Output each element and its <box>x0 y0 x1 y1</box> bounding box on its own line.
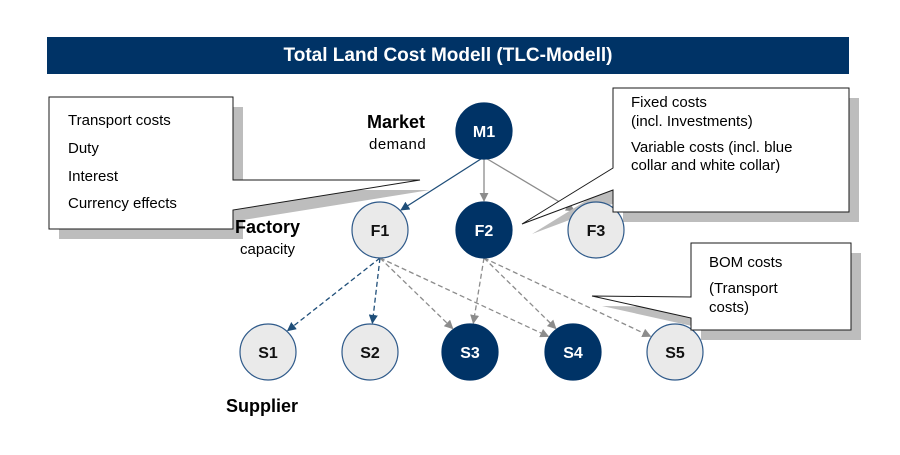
node-circle <box>455 201 513 259</box>
node-m1: M1 <box>455 102 513 160</box>
edge-f1-s3 <box>379 257 454 330</box>
edge-f1-s2 <box>368 257 381 325</box>
edge-f1-s4 <box>379 257 550 338</box>
callout-line: Transport costs <box>68 112 171 129</box>
callout-line: Interest <box>68 167 119 185</box>
callout-line: Fixed costs <box>631 94 707 111</box>
node-label: S1 <box>258 345 278 362</box>
node-label: F3 <box>587 223 606 240</box>
node-circle <box>567 201 625 259</box>
callout-line: Currency effects <box>68 195 177 213</box>
market-level-sublabel: demand <box>369 136 427 153</box>
node-circle <box>351 201 409 259</box>
node-s4: S4 <box>544 323 602 381</box>
bom-costs-callout <box>591 242 852 331</box>
node-circle <box>239 323 297 381</box>
edge-f1-s1 <box>286 257 381 332</box>
node-f1: F1 <box>351 201 409 259</box>
node-circle <box>646 323 704 381</box>
node-s1: S1 <box>239 323 297 381</box>
title-bar: Total Land Cost Modell (TLC-Modell) <box>47 37 849 74</box>
node-label: S2 <box>360 345 380 362</box>
bom-costs-callout-text: BOM costs (Transport costs) <box>709 254 782 317</box>
factory-level-label: Factory <box>235 217 301 237</box>
factory-costs-callout-text: Fixed costs (incl. Investments) Variable… <box>631 94 792 176</box>
factory-level-sublabel: capacity <box>240 241 296 258</box>
callout-line: BOM costs <box>709 254 783 271</box>
transport-costs-callout <box>48 96 421 230</box>
transport-costs-callout-text: Transport costs Duty Interest Currency e… <box>68 112 177 214</box>
node-label: S3 <box>460 345 480 362</box>
callout-line: (incl. Investments) <box>631 112 753 130</box>
node-circle <box>455 102 513 160</box>
node-f3: F3 <box>567 201 625 259</box>
node-label: F1 <box>371 223 390 240</box>
callout-line: (Transport <box>709 279 778 297</box>
edge-f2-s4 <box>483 257 557 330</box>
node-s2: S2 <box>341 323 399 381</box>
node-label: M1 <box>473 124 495 141</box>
edge-m1-f1 <box>400 156 485 211</box>
supplier-level-label: Supplier <box>226 396 299 416</box>
diagram-title: Total Land Cost Modell (TLC-Modell) <box>283 44 613 66</box>
callout-line: costs) <box>709 298 750 316</box>
callout-line: Variable costs (incl. blue <box>631 138 793 156</box>
node-label: F2 <box>475 223 494 240</box>
factory-costs-callout <box>521 87 850 225</box>
callout-line: collar and white collar) <box>631 157 781 175</box>
callout-line: Duty <box>68 139 99 157</box>
node-s5: S5 <box>646 323 704 381</box>
node-s3: S3 <box>441 323 499 381</box>
node-circle <box>544 323 602 381</box>
node-label: S4 <box>563 345 583 362</box>
edge-f2-s3 <box>470 257 485 325</box>
market-level-label: Market <box>367 112 426 132</box>
edge-f2-s5 <box>483 257 652 338</box>
node-label: S5 <box>665 345 685 362</box>
node-f2: F2 <box>455 201 513 259</box>
node-circle <box>341 323 399 381</box>
node-circle <box>441 323 499 381</box>
